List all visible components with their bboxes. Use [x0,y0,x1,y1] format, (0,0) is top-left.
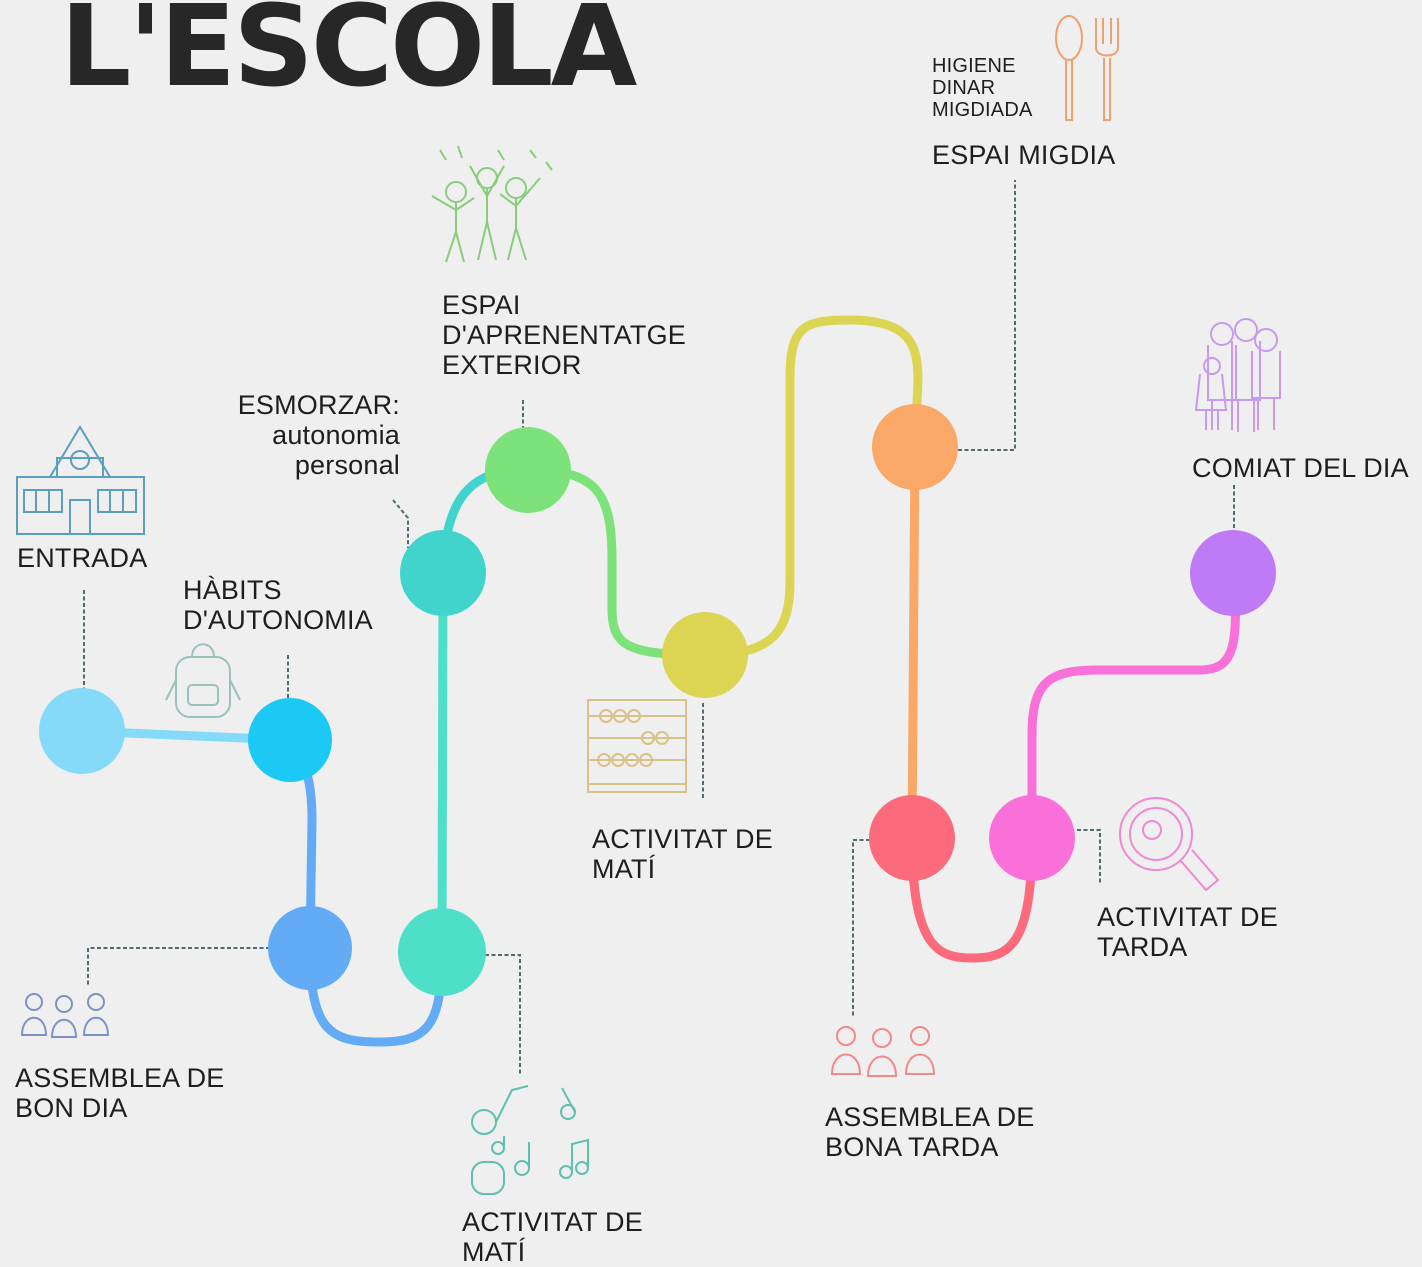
school-building-icon [16,425,145,535]
label-assemblea-bon-dia-line-2: BON DIA [15,1093,128,1123]
label-espai-exterior: ESPAI D'APRENENTATGE EXTERIOR [442,290,686,380]
node-entrada [39,688,125,774]
path-assemblea-activitat-mati [305,943,447,1047]
label-entrada: ENTRADA [17,543,147,573]
label-espai-migdia-details: HIGIENE DINAR MIGDIADA [932,55,1033,121]
connector-activitat-tarda [1077,829,1101,885]
path-bona-tarda-activitat-tarda [907,833,1037,963]
label-activitat-mati-1-line-2: MATÍ [462,1237,526,1267]
path-activitat-tarda-comiat [1027,568,1240,843]
node-esmorzar [400,530,486,616]
family-icon [1194,318,1281,432]
label-activitat-mati-2: ACTIVITAT DE MATÍ [592,824,773,884]
page-title: L'ESCOLA [60,0,637,112]
label-espai-migdia: ESPAI MIGDIA [932,140,1115,170]
label-esmorzar: ESMORZAR: autonomia personal [238,390,400,480]
node-habits [248,698,332,782]
label-assemblea-bona-tarda-line-1: ASSEMBLEA DE [825,1102,1035,1132]
label-espai-migdia-line-1: ESPAI MIGDIA [932,140,1116,170]
node-espai-exterior [485,427,571,513]
label-comiat-line-1: COMIAT DEL DIA [1192,453,1409,483]
connector-bona-tarda [852,839,870,1018]
label-esmorzar-line-1: ESMORZAR: [237,390,400,420]
path-exterior-activitat-mati [523,465,710,660]
label-esmorzar-line-3: personal [294,450,400,480]
children-group-icon [20,993,110,1038]
node-comiat [1190,530,1276,616]
path-activitat-mati-esmorzar [437,568,448,957]
label-habits: HÀBITS D'AUTONOMIA [183,575,373,635]
node-activitat-mati-2 [662,612,748,698]
label-habits-line-2: D'AUTONOMIA [183,605,373,635]
label-esmorzar-line-2: autonomia [272,420,400,450]
celebrating-kids-icon [431,145,553,263]
label-dinar: DINAR [932,77,996,99]
connector-migdia [958,180,1016,451]
label-activitat-mati-1-line-1: ACTIVITAT DE [462,1207,643,1237]
label-espai-exterior-line-1: ESPAI [442,290,521,320]
label-assemblea-bona-tarda: ASSEMBLEA DE BONA TARDA [825,1102,1035,1162]
node-espai-migdia [872,404,958,490]
label-comiat: COMIAT DEL DIA [1192,453,1409,483]
label-higiene: HIGIENE [932,55,1016,77]
connector-esmorzar [392,499,409,548]
label-activitat-mati-2-line-2: MATÍ [592,854,656,884]
label-migdiada: MIGDIADA [932,99,1033,121]
spoon-fork-icon [1055,15,1119,121]
path-migdia-bona-tarda [907,442,920,843]
label-activitat-mati-2-line-1: ACTIVITAT DE [592,824,773,854]
label-activitat-tarda-line-2: TARDA [1097,932,1188,962]
music-notes-icon [471,1085,589,1195]
label-assemblea-bon-dia: ASSEMBLEA DE BON DIA [15,1063,225,1123]
label-assemblea-bona-tarda-line-2: BONA TARDA [825,1132,999,1162]
magnifier-icon [1119,797,1220,892]
children-group-icon [830,1026,936,1077]
label-assemblea-bon-dia-line-1: ASSEMBLEA DE [15,1063,225,1093]
label-espai-exterior-line-2: D'APRENENTATGE [442,320,686,350]
node-assemblea-bon-dia [268,906,352,990]
label-entrada-line-1: ENTRADA [17,543,148,573]
abacus-icon [587,699,687,793]
connector-activitat-mati-1 [485,954,521,1075]
label-activitat-mati-1: ACTIVITAT DE MATÍ [462,1207,643,1267]
label-habits-line-1: HÀBITS [183,575,282,605]
node-activitat-mati-1 [398,908,486,996]
label-activitat-tarda-line-1: ACTIVITAT DE [1097,902,1278,932]
backpack-icon [165,643,241,718]
node-assemblea-bona-tarda [869,795,955,881]
label-activitat-tarda: ACTIVITAT DE TARDA [1097,902,1278,962]
path-activitat-mati-migdia [700,315,923,660]
connector-assemblea-bon-dia [87,947,270,985]
node-activitat-tarda [989,795,1075,881]
label-espai-exterior-line-3: EXTERIOR [442,350,582,380]
